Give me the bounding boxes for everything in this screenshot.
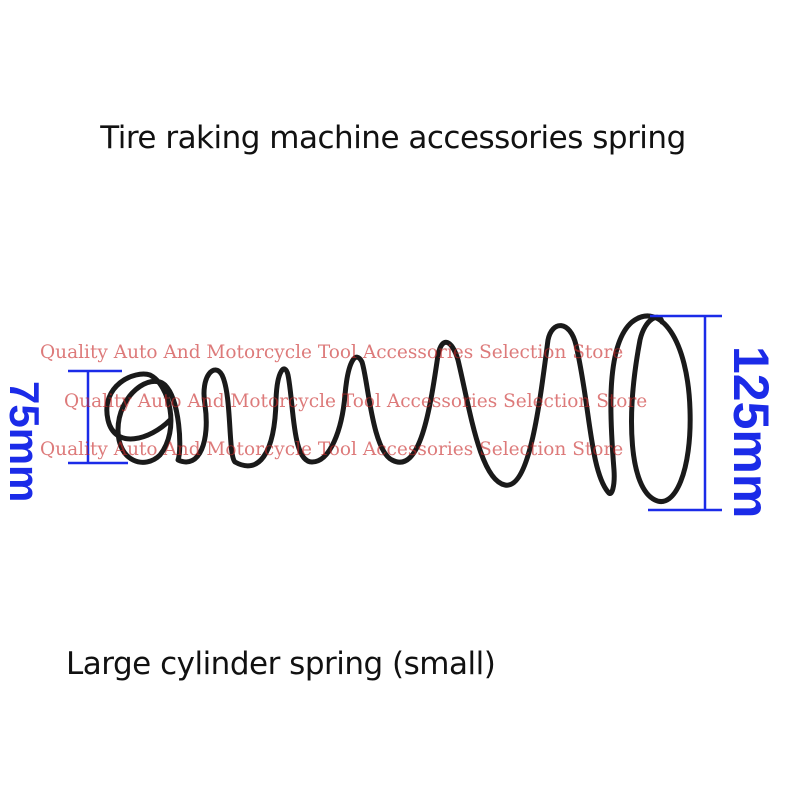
spring-coil-left bbox=[104, 313, 693, 504]
watermark-line: Quality Auto And Motorcycle Tool Accesso… bbox=[40, 439, 624, 460]
dimension-label-large: 125mm bbox=[723, 346, 779, 519]
watermark-line: Quality Auto And Motorcycle Tool Accesso… bbox=[40, 342, 624, 363]
dimension-bracket-right bbox=[648, 314, 722, 512]
spring-coil bbox=[104, 313, 693, 504]
watermark-line: Quality Auto And Motorcycle Tool Accesso… bbox=[64, 391, 648, 412]
dimension-bracket-left bbox=[68, 369, 128, 465]
page-title: Tire raking machine accessories spring bbox=[100, 120, 686, 156]
spring-caption: Large cylinder spring (small) bbox=[66, 646, 496, 682]
